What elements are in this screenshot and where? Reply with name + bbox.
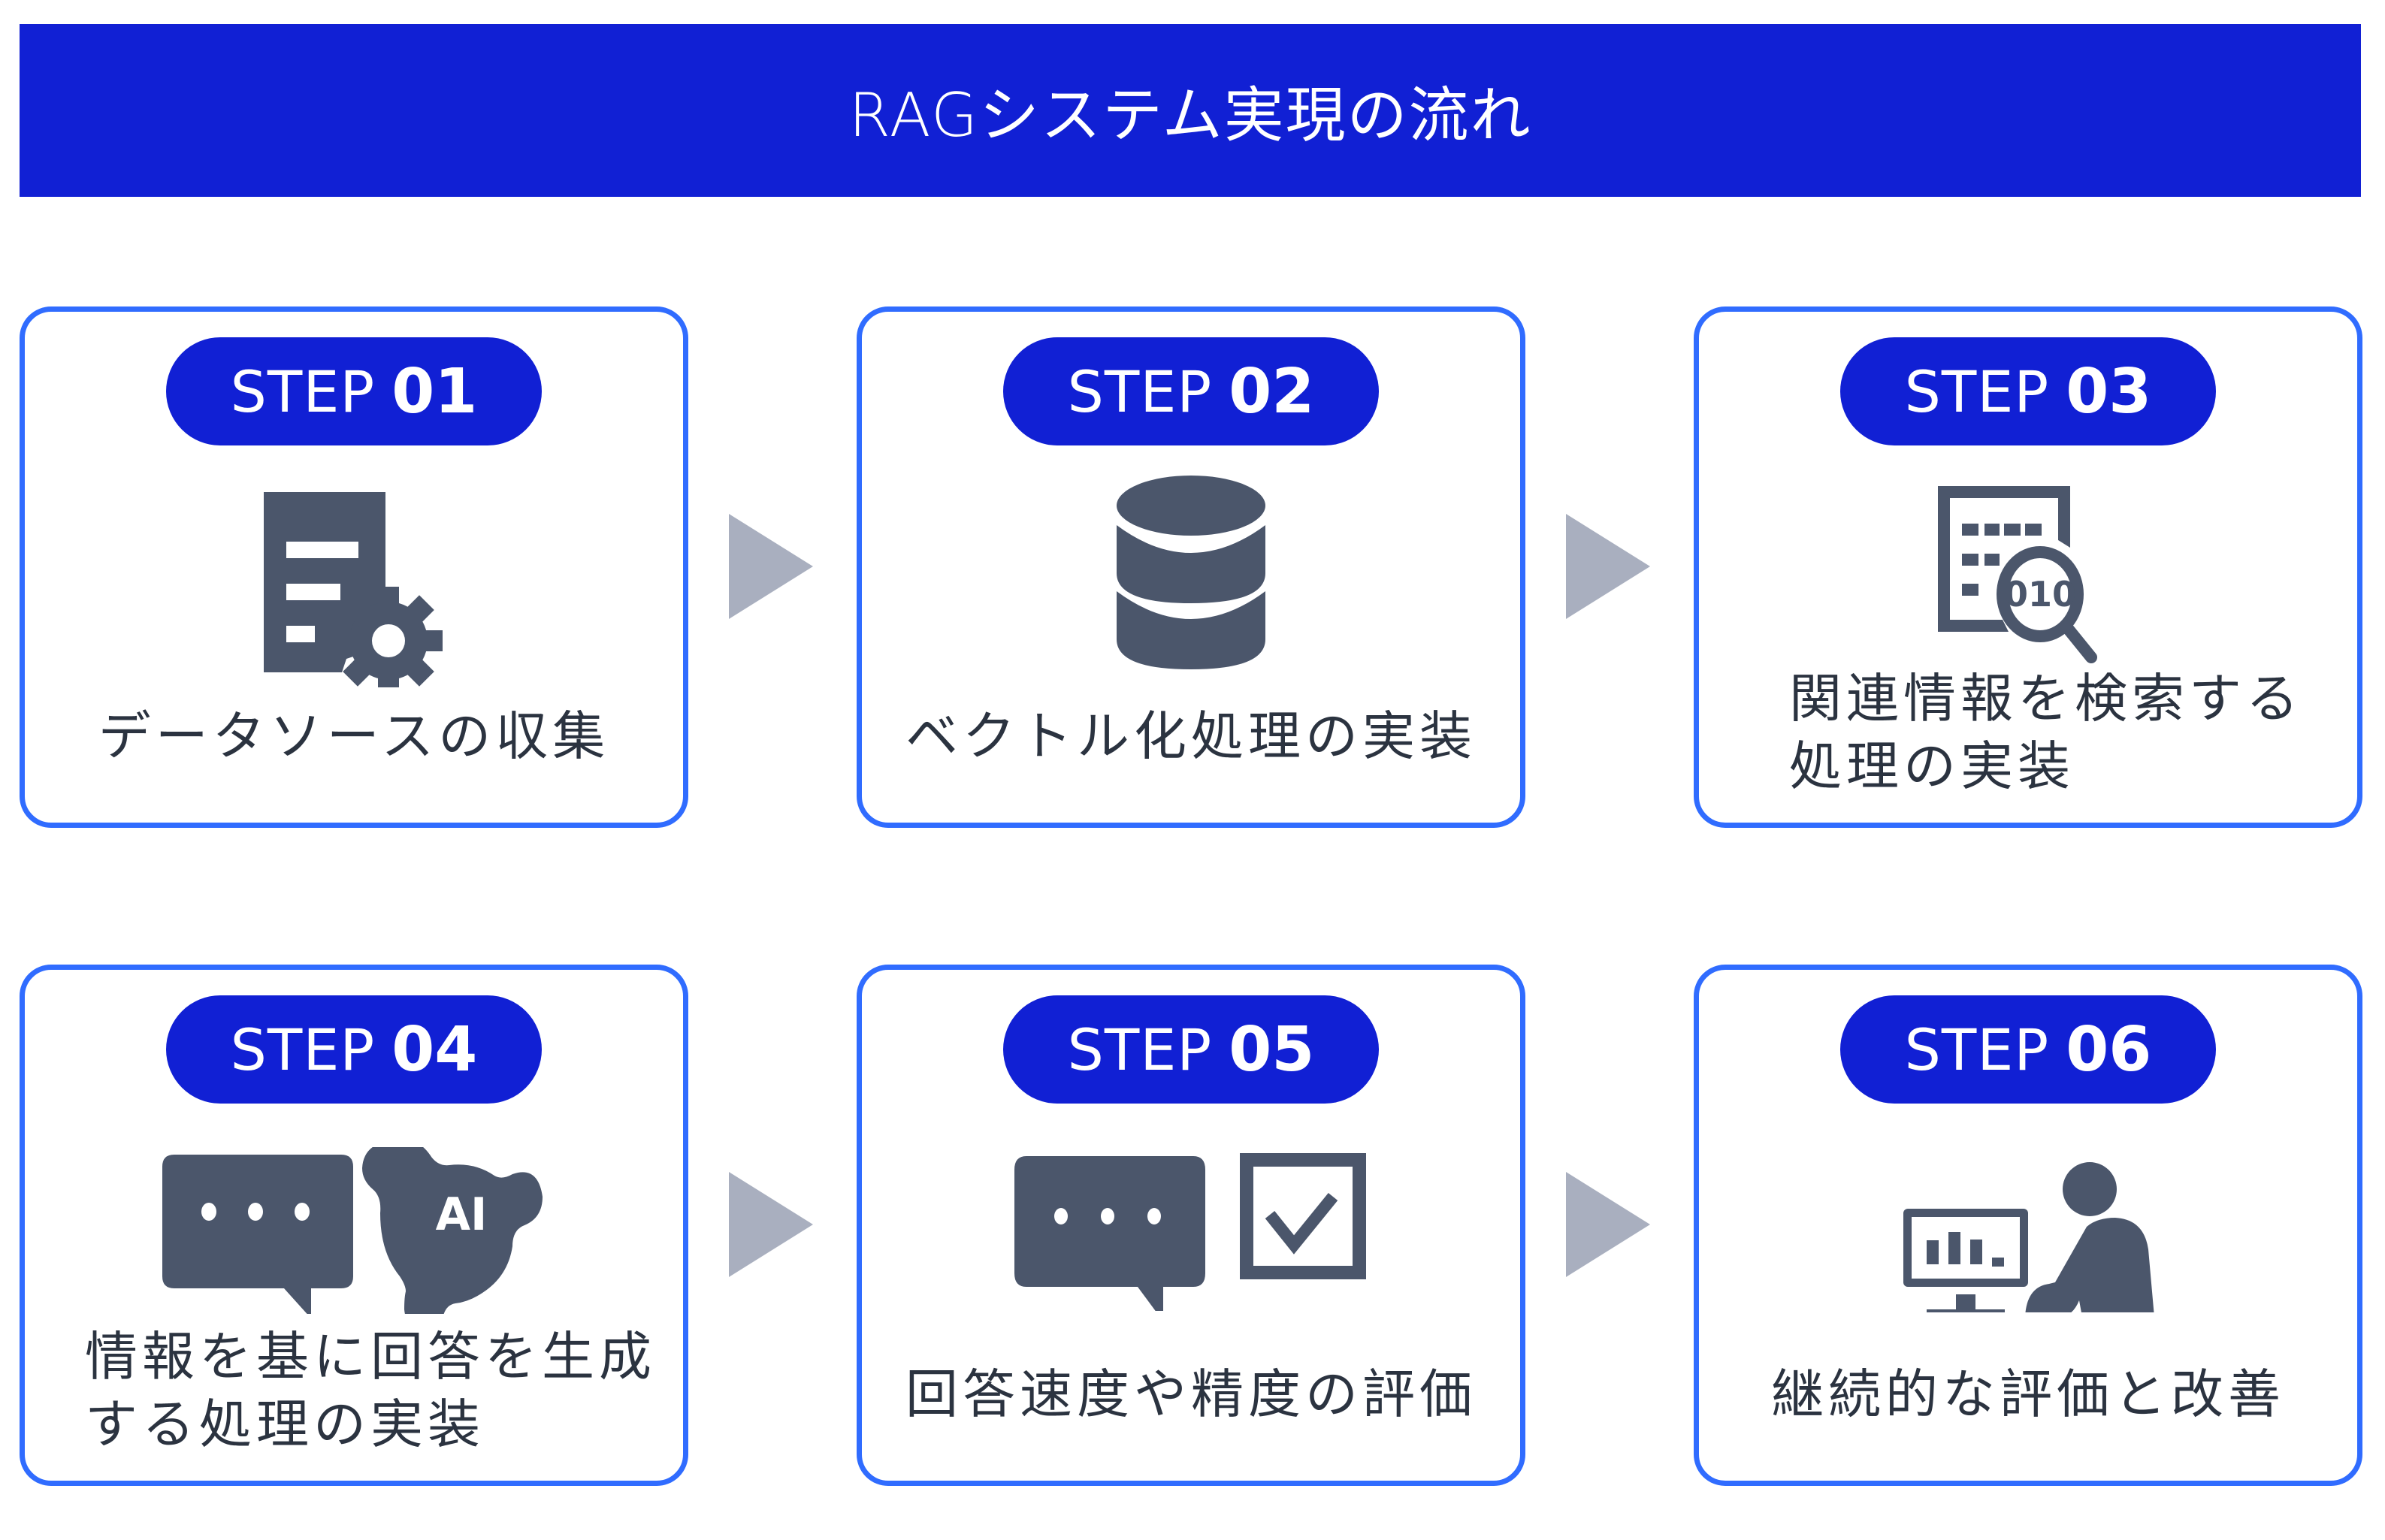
chat-checkbox-icon bbox=[1014, 1153, 1366, 1311]
step-caption: 関連情報を検索する 処理の実装 bbox=[1699, 665, 2357, 800]
step-badge: STEP 02 bbox=[1003, 337, 1379, 445]
page-title: RAGシステム実現の流れ bbox=[848, 80, 1532, 150]
step-card-05: STEP 05 回答速度や精度の評価 bbox=[857, 965, 1525, 1486]
caption-line: 回答速度や精度の評価 bbox=[905, 1363, 1477, 1425]
step-badge: STEP 06 bbox=[1840, 995, 2216, 1104]
step-caption: 回答速度や精度の評価 bbox=[862, 1360, 1520, 1428]
step-card-06: STEP 06 継続的な評価と改善 bbox=[1694, 965, 2362, 1486]
document-gear-icon bbox=[264, 492, 443, 687]
monitor-chart-icon bbox=[1903, 1209, 2028, 1312]
person-monitor-chart-icon bbox=[1903, 1162, 2154, 1312]
arrow-right-icon bbox=[1566, 1172, 1650, 1277]
step-card-01: STEP 01 データソースの収集 bbox=[20, 306, 688, 828]
step-badge: STEP 01 bbox=[166, 337, 542, 445]
step-label: STEP bbox=[230, 1016, 376, 1083]
arrow-right-icon bbox=[729, 514, 813, 619]
step-number: 03 bbox=[2066, 355, 2152, 427]
step-badge: STEP 04 bbox=[166, 995, 542, 1104]
chat-ai-icon: AI bbox=[162, 1147, 543, 1314]
step-badge: STEP 03 bbox=[1840, 337, 2216, 445]
data-search-icon: 010 bbox=[1938, 486, 2097, 663]
step-card-03: STEP 03 010 関連情報を検索する 処理の実装 bbox=[1694, 306, 2362, 828]
ai-blob-icon: AI bbox=[362, 1147, 543, 1314]
step-label: STEP bbox=[1904, 358, 2050, 425]
step-card-04: STEP 04 AI 情報を基に回答を生成 する処理の実装 bbox=[20, 965, 688, 1486]
step-label: STEP bbox=[1067, 358, 1213, 425]
step-number: 02 bbox=[1229, 355, 1315, 427]
step-caption: 情報を基に回答を生成 する処理の実装 bbox=[25, 1323, 683, 1458]
database-icon bbox=[1117, 476, 1265, 669]
icon-digits: 010 bbox=[2004, 574, 2076, 614]
person-icon bbox=[2025, 1162, 2154, 1312]
step-label: STEP bbox=[1067, 1016, 1213, 1083]
step-number: 01 bbox=[391, 355, 478, 427]
caption-line: する処理の実装 bbox=[85, 1394, 485, 1455]
chat-bubble-icon bbox=[162, 1155, 353, 1314]
ai-label: AI bbox=[436, 1188, 488, 1241]
caption-line: 継続的な評価と改善 bbox=[1771, 1363, 2285, 1425]
step-caption: 継続的な評価と改善 bbox=[1699, 1360, 2357, 1428]
step-card-02: STEP 02 ベクトル化処理の実装 bbox=[857, 306, 1525, 828]
step-caption: ベクトル化処理の実装 bbox=[862, 702, 1520, 770]
chat-bubble-icon bbox=[1014, 1156, 1205, 1311]
step-caption: データソースの収集 bbox=[25, 702, 683, 770]
caption-line: 情報を基に回答を生成 bbox=[85, 1326, 656, 1388]
caption-line: 関連情報を検索する bbox=[1789, 668, 2303, 729]
caption-line: 処理の実装 bbox=[1789, 735, 2075, 797]
step-number: 04 bbox=[391, 1013, 478, 1086]
caption-line: ベクトル化処理の実装 bbox=[905, 705, 1477, 767]
step-label: STEP bbox=[1904, 1016, 2050, 1083]
checkbox-icon bbox=[1240, 1153, 1366, 1279]
step-label: STEP bbox=[230, 358, 376, 425]
step-number: 06 bbox=[2066, 1013, 2152, 1086]
arrow-right-icon bbox=[729, 1172, 813, 1277]
caption-line: データソースの収集 bbox=[98, 705, 610, 767]
step-number: 05 bbox=[1229, 1013, 1315, 1086]
title-banner: RAGシステム実現の流れ bbox=[20, 24, 2361, 197]
step-badge: STEP 05 bbox=[1003, 995, 1379, 1104]
arrow-right-icon bbox=[1566, 514, 1650, 619]
